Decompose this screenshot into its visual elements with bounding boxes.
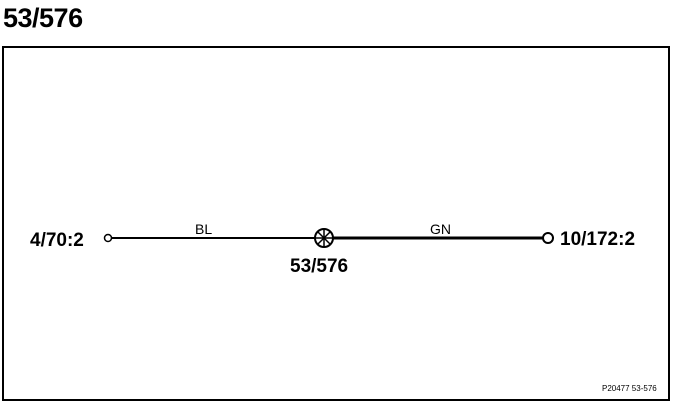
reference-code: P20477 53-576 [602, 384, 657, 393]
left-connector-label: 4/70:2 [30, 230, 84, 251]
page-title: 53/576 [3, 3, 83, 33]
splice-label: 53/576 [290, 256, 348, 277]
splice-icon [314, 228, 334, 248]
wire-color-left: BL [195, 221, 212, 237]
left-terminal-icon [103, 233, 113, 243]
right-connector-label: 10/172:2 [560, 229, 635, 250]
diagram-frame [2, 46, 670, 401]
wire-color-right: GN [430, 221, 451, 237]
right-terminal-icon [542, 232, 554, 244]
